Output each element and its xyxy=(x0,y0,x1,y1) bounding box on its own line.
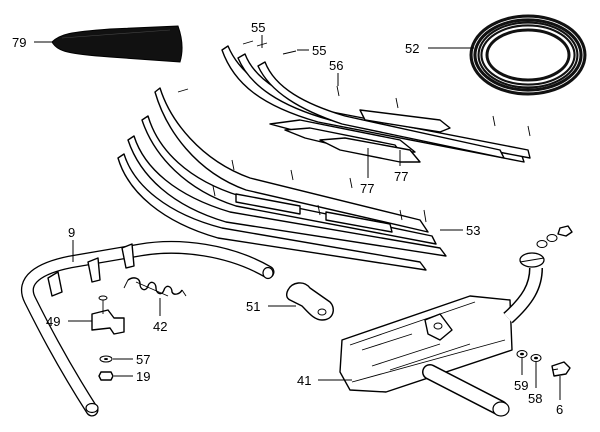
part-53-rails xyxy=(117,87,447,271)
callout-19: 19 xyxy=(136,369,150,384)
callout-55a: 55 xyxy=(251,20,265,35)
callout-41: 41 xyxy=(297,373,311,388)
callout-51: 51 xyxy=(246,299,260,314)
pipe-clamp-hardware xyxy=(536,225,573,248)
small-screws-upper xyxy=(177,40,531,137)
callout-49: 49 xyxy=(46,314,60,329)
part-79-wedge xyxy=(51,25,183,63)
part-42-spring xyxy=(123,277,187,297)
callout-77b: 77 xyxy=(394,169,408,184)
part-58-washer xyxy=(530,354,542,362)
part-59-washer xyxy=(516,350,528,358)
part-51-bracket xyxy=(285,282,334,321)
part-upper-trim-strips xyxy=(221,45,531,163)
callout-42: 42 xyxy=(153,319,167,334)
callout-55b: 55 xyxy=(312,43,326,58)
part-9-tube-bar xyxy=(21,240,275,417)
callout-57: 57 xyxy=(136,352,150,367)
callout-52: 52 xyxy=(405,41,419,56)
callout-58: 58 xyxy=(528,391,542,406)
callout-53: 53 xyxy=(466,223,480,238)
part-52-seal-coil xyxy=(469,14,587,96)
part-19-nut xyxy=(98,371,114,381)
callout-59: 59 xyxy=(514,378,528,393)
callout-9: 9 xyxy=(68,225,75,240)
callout-6: 6 xyxy=(556,402,563,417)
part-41-muffler xyxy=(339,252,545,417)
small-screws-lower xyxy=(212,159,427,223)
part-57-washer xyxy=(99,355,113,363)
part-49-clamp xyxy=(91,295,125,335)
callout-56: 56 xyxy=(329,58,343,73)
part-6-bolt xyxy=(551,361,571,377)
callout-79: 79 xyxy=(12,35,26,50)
callout-77a: 77 xyxy=(360,181,374,196)
